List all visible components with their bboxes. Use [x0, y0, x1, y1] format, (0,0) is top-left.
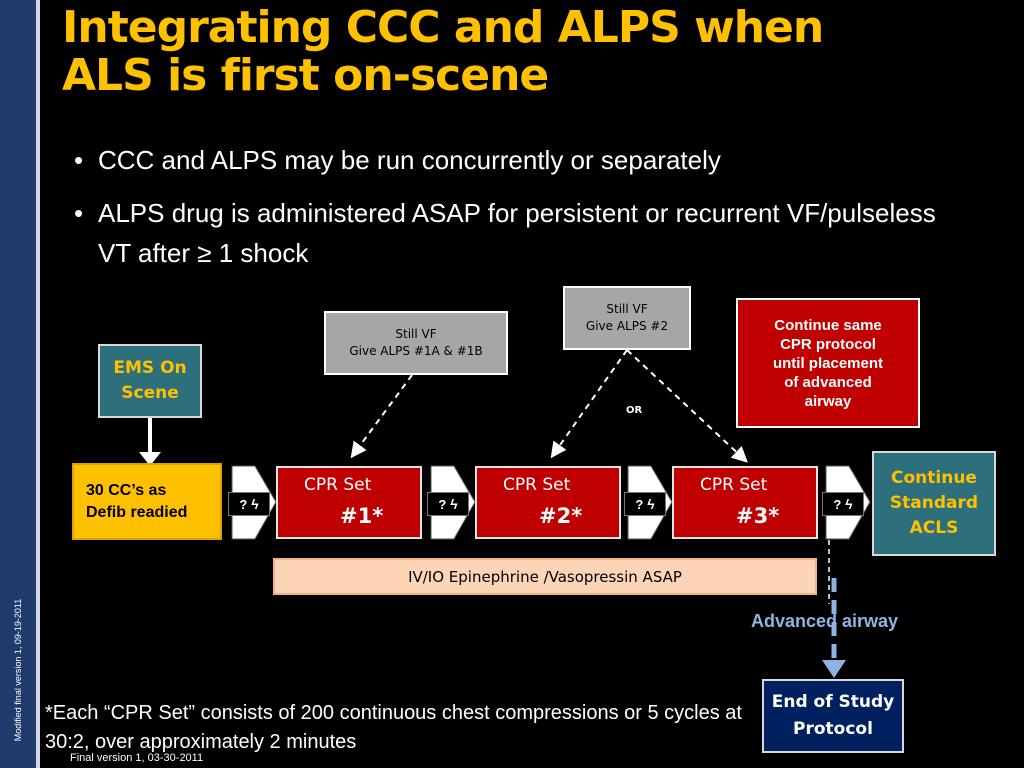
side-version-note: Modified final version 1, 09-19-2011 — [13, 598, 23, 742]
ems-line: EMS On — [113, 358, 187, 378]
question-mark: ? — [635, 496, 644, 512]
shock-decision-badge: ?ϟ — [228, 492, 270, 516]
still-vf2-dashed-arrow-b — [626, 349, 748, 463]
sidebar-edge — [36, 0, 40, 768]
question-mark: ? — [438, 496, 447, 512]
question-mark: ? — [239, 496, 248, 512]
continue-cpr-box: Continue same CPR protocol until placeme… — [736, 298, 920, 428]
ems-on-scene-box: EMS On Scene — [98, 344, 202, 418]
cpr-set-2-box: CPR Set #2* — [475, 466, 621, 539]
ems-line: Scene — [121, 383, 179, 403]
cpr-set-label: CPR Set — [700, 475, 768, 495]
sidebar-bar — [0, 0, 36, 768]
alps-2-line: Give ALPS #2 — [585, 319, 669, 333]
cpr-set-3-box: CPR Set #3* — [672, 466, 818, 539]
cc-defib-box: 30 CC’s as Defib readied — [72, 463, 222, 540]
airway-arrowhead — [822, 660, 846, 678]
still-vf-line: Still VF — [395, 327, 437, 341]
end-of-study-box: End of Study Protocol — [762, 679, 904, 753]
question-mark: ? — [833, 496, 842, 512]
cpr-set-number: #1* — [340, 504, 384, 528]
advanced-airway-label: Advanced airway — [751, 611, 899, 631]
still-vf1-dashed-arrow — [350, 374, 413, 459]
still-vf-alps2-box: Still VF Give ALPS #2 — [563, 286, 691, 350]
lightning-icon: ϟ — [251, 496, 259, 512]
cc-defib-line: 30 CC’s as — [86, 481, 167, 499]
lightning-icon: ϟ — [647, 496, 655, 512]
lightning-icon: ϟ — [450, 496, 458, 512]
slide-title: Integrating CCC and ALPS when ALS is fir… — [62, 4, 962, 100]
cpr-set-number: #3* — [736, 504, 780, 528]
cpr-set-1-box: CPR Set #1* — [276, 466, 422, 539]
epinephrine-bar: IV/IO Epinephrine /Vasopressin ASAP — [273, 558, 817, 595]
continue-cpr-line: of advanced — [784, 373, 872, 391]
bullet-item: ALPS drug is administered ASAP for persi… — [72, 193, 972, 273]
continue-cpr-line: airway — [804, 392, 852, 410]
cpr-set-label: CPR Set — [304, 475, 372, 495]
cpr-set-number: #2* — [539, 504, 583, 528]
acls-line: ACLS — [909, 518, 959, 538]
continue-cpr-line: CPR protocol — [780, 335, 876, 353]
still-vf-line: Still VF — [606, 302, 648, 316]
title-line-1: Integrating CCC and ALPS when — [62, 2, 824, 53]
continue-cpr-line: until placement — [772, 354, 884, 372]
continue-acls-box: Continue Standard ACLS — [872, 451, 996, 556]
continue-cpr-line: Continue same — [774, 316, 882, 334]
cc-defib-line: Defib readied — [86, 503, 188, 521]
still-vf2-dashed-arrow-a — [550, 349, 628, 459]
end-of-study-line: End of Study — [771, 692, 895, 712]
or-label: OR — [626, 405, 643, 416]
cpr-set-label: CPR Set — [503, 475, 571, 495]
shock-decision-badge: ?ϟ — [624, 492, 666, 516]
bullet-list: CCC and ALPS may be run concurrently or … — [72, 140, 972, 286]
epinephrine-label: IV/IO Epinephrine /Vasopressin ASAP — [408, 567, 682, 586]
acls-line: Continue — [891, 468, 977, 488]
still-vf-alps1-box: Still VF Give ALPS #1A & #1B — [324, 311, 508, 375]
shock-decision-badge: ?ϟ — [427, 492, 469, 516]
shock-decision-badge: ?ϟ — [822, 492, 864, 516]
cpr-set-footnote: *Each “CPR Set” consists of 200 continuo… — [45, 702, 742, 753]
bullet-item: CCC and ALPS may be run concurrently or … — [72, 140, 972, 180]
alps-1-line: Give ALPS #1A & #1B — [349, 344, 483, 358]
footer-version: Final version 1, 03-30-2011 — [70, 752, 204, 764]
acls-line: Standard — [889, 493, 979, 513]
lightning-icon: ϟ — [845, 496, 853, 512]
end-of-study-line: Protocol — [793, 719, 873, 739]
title-line-2: ALS is first on-scene — [62, 50, 549, 101]
